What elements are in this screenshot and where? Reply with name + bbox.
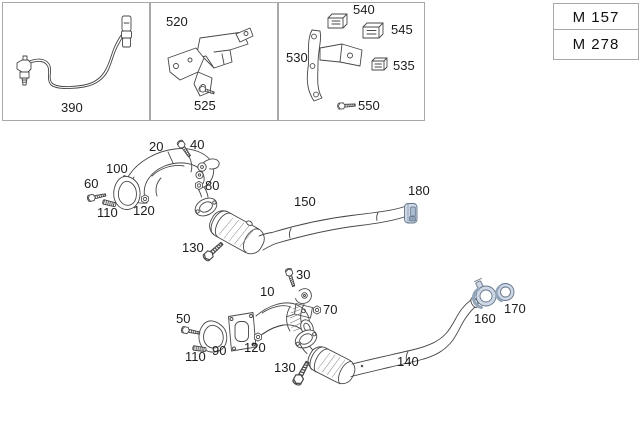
- callout-90[interactable]: 90: [212, 343, 227, 358]
- callout-40[interactable]: 40: [190, 137, 205, 152]
- clamp-180-drawing: [404, 203, 418, 224]
- clamp-160-drawing: [471, 278, 497, 309]
- callout-535[interactable]: 535: [393, 58, 415, 73]
- callout-130b[interactable]: 130: [274, 360, 296, 375]
- callout-550[interactable]: 550: [358, 98, 380, 113]
- nut-120-upper-icon: [140, 194, 150, 204]
- callout-120a[interactable]: 120: [133, 203, 155, 218]
- callout-50[interactable]: 50: [176, 311, 191, 326]
- callout-140[interactable]: 140: [397, 354, 419, 369]
- gasket-100-drawing: [113, 175, 141, 210]
- bolt-130-upper-icon: [201, 239, 226, 263]
- clip-540-icon: [327, 13, 348, 29]
- mounting-bracket-530-drawing: [306, 29, 363, 102]
- clip-545-icon: [362, 22, 384, 39]
- nut-70-icon: [312, 305, 322, 315]
- callout-390[interactable]: 390: [61, 100, 83, 115]
- callout-520[interactable]: 520: [166, 14, 188, 29]
- bolt-30-icon: [284, 267, 298, 288]
- callout-160[interactable]: 160: [474, 311, 496, 326]
- bolt-550-icon: [337, 101, 356, 110]
- callout-100[interactable]: 100: [106, 161, 128, 176]
- engine-code-m278[interactable]: M 278: [553, 29, 639, 60]
- callout-170[interactable]: 170: [504, 301, 526, 316]
- engine-code-m157[interactable]: M 157: [553, 3, 639, 31]
- callout-110b[interactable]: 110: [185, 349, 206, 364]
- nut-80-icon: [194, 180, 204, 191]
- panel-oxygen-sensor: [2, 2, 151, 121]
- callout-110a[interactable]: 110: [97, 205, 118, 220]
- callout-545[interactable]: 545: [391, 22, 413, 37]
- callout-30[interactable]: 30: [296, 267, 311, 282]
- callout-180[interactable]: 180: [408, 183, 430, 198]
- clip-535-icon: [371, 57, 388, 71]
- panel-bracket-530: [277, 2, 425, 121]
- front-pipe-10-drawing: [228, 302, 314, 352]
- callout-150[interactable]: 150: [294, 194, 316, 209]
- mounting-bracket-520-drawing: [167, 27, 254, 97]
- oxygen-sensor-drawing: [16, 15, 132, 90]
- callout-530[interactable]: 530: [286, 50, 308, 65]
- callout-120b[interactable]: 120: [244, 340, 266, 355]
- gasket-90-drawing: [198, 320, 228, 353]
- callout-540[interactable]: 540: [353, 2, 375, 17]
- catalytic-converter-140-drawing: [294, 297, 479, 385]
- panel-bracket-520: [149, 2, 279, 121]
- callout-60[interactable]: 60: [84, 176, 99, 191]
- callout-20[interactable]: 20: [149, 139, 164, 154]
- callout-525[interactable]: 525: [194, 98, 216, 113]
- callout-70[interactable]: 70: [323, 302, 338, 317]
- callout-130a[interactable]: 130: [182, 240, 204, 255]
- callout-10[interactable]: 10: [260, 284, 275, 299]
- bolt-50-icon: [180, 325, 201, 337]
- sleeve-170-drawing: [495, 283, 515, 303]
- callout-80[interactable]: 80: [205, 178, 220, 193]
